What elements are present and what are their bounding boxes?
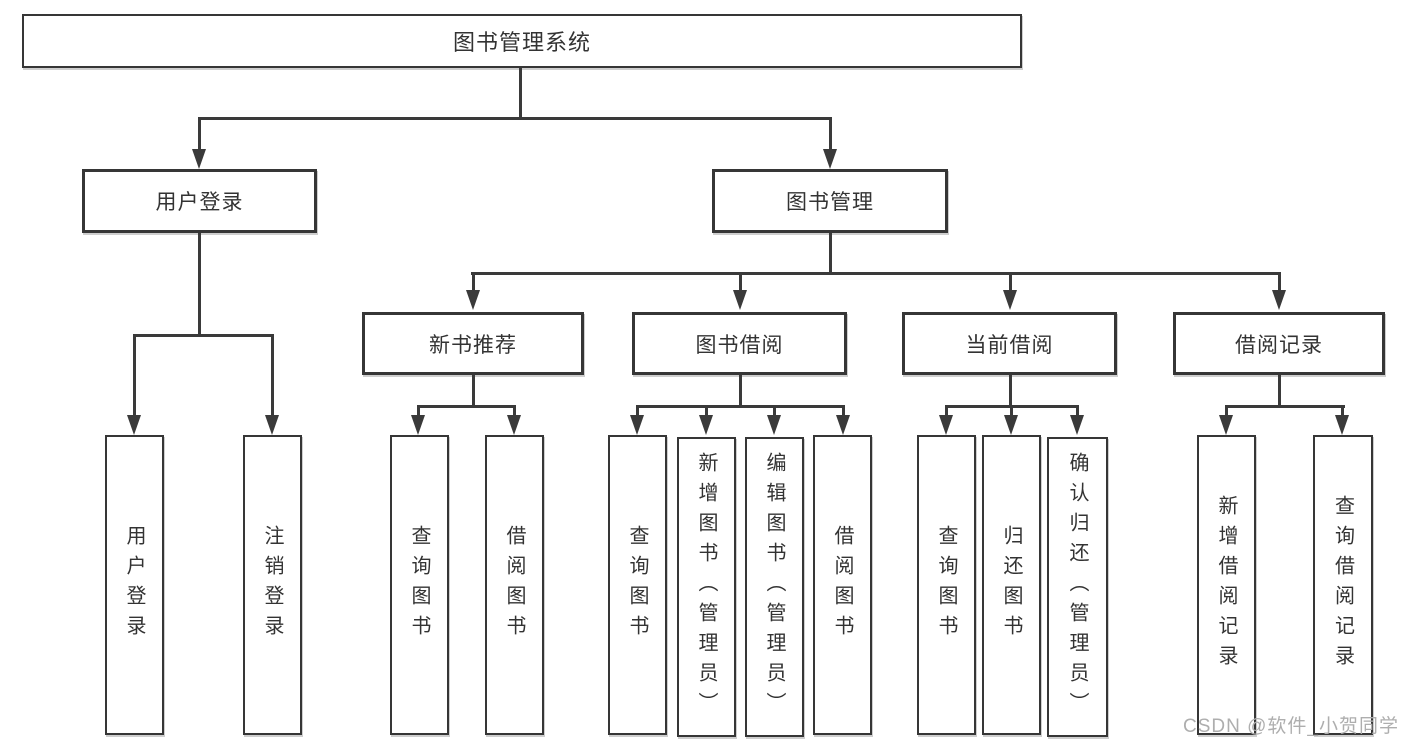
leaf-user-login-label: 用户登录: [123, 525, 145, 645]
arrow-down-icon: [1272, 290, 1286, 310]
arrow-down-icon: [1219, 415, 1233, 435]
node-borrow-records: 借阅记录: [1173, 312, 1385, 375]
leaf-edit-book-admin-label: 编辑图书（管理员）: [763, 452, 785, 722]
leaf-query-book-recommend: 查询图书: [390, 435, 449, 735]
arrow-down-icon: [630, 415, 644, 435]
connector-new-book-rail: [417, 405, 516, 408]
arrow-down-icon: [1003, 290, 1017, 310]
leaf-borrow-book: 借阅图书: [813, 435, 872, 735]
node-new-book-recommend: 新书推荐: [362, 312, 584, 375]
connector-new-book-stem: [472, 375, 475, 407]
arrow-down-icon: [1335, 415, 1349, 435]
leaf-query-borrow-record-label: 查询借阅记录: [1331, 495, 1354, 675]
connector-book-borrow-rail: [636, 405, 845, 408]
leaf-borrow-book-label: 借阅图书: [831, 525, 853, 645]
leaf-add-book-admin: 新增图书（管理员）: [677, 437, 736, 737]
connector-leaf: [1225, 405, 1228, 417]
connector-user-login-stem: [198, 233, 201, 336]
node-borrow-records-label: 借阅记录: [1235, 333, 1323, 357]
connector-borrow-records-stem: [1278, 375, 1281, 407]
leaf-confirm-return-admin: 确认归还（管理员）: [1047, 437, 1108, 737]
node-current-borrow: 当前借阅: [902, 312, 1117, 375]
connector-to-current-borrow: [1009, 272, 1012, 292]
arrow-down-icon: [767, 415, 781, 435]
arrow-down-icon: [699, 415, 713, 435]
leaf-logout-label: 注销登录: [261, 525, 283, 645]
connector-to-new-book: [472, 272, 475, 292]
arrow-down-icon: [1004, 415, 1018, 435]
connector-leaf: [1010, 405, 1013, 417]
leaf-query-book-current: 查询图书: [917, 435, 976, 735]
leaf-return-book: 归还图书: [982, 435, 1041, 735]
connector-leaf: [636, 405, 639, 417]
connector-borrow-records-rail: [1225, 405, 1345, 408]
arrow-down-icon: [265, 415, 279, 435]
connector-current-borrow-stem: [1009, 375, 1012, 407]
connector-to-book-borrow: [739, 272, 742, 292]
leaf-return-book-label: 归还图书: [1000, 525, 1022, 645]
leaf-borrow-book-recommend: 借阅图书: [485, 435, 544, 735]
arrow-down-icon: [192, 149, 206, 169]
arrow-down-icon: [411, 415, 425, 435]
arrow-down-icon: [507, 415, 521, 435]
arrow-down-icon: [466, 290, 480, 310]
node-book-borrow-label: 图书借阅: [695, 333, 784, 357]
leaf-confirm-return-admin-label: 确认归还（管理员）: [1066, 452, 1088, 722]
leaf-user-login: 用户登录: [105, 435, 164, 735]
arrow-down-icon: [823, 149, 837, 169]
leaf-add-borrow-record-label: 新增借阅记录: [1215, 495, 1237, 675]
connector-leaf: [417, 405, 420, 417]
node-root: 图书管理系统: [22, 14, 1022, 68]
node-root-label: 图书管理系统: [452, 30, 591, 55]
connector-book-management-rail: [471, 272, 1281, 275]
connector-to-leaf-user-login: [133, 334, 136, 415]
leaf-query-book-borrow-label: 查询图书: [626, 525, 648, 645]
leaf-query-book-recommend-label: 查询图书: [408, 525, 430, 645]
node-new-book-recommend-label: 新书推荐: [429, 333, 517, 357]
connector-to-borrow-records: [1278, 272, 1281, 292]
leaf-add-book-admin-label: 新增图书（管理员）: [695, 452, 717, 722]
connector-book-borrow-stem: [739, 375, 742, 407]
connector-leaf: [1341, 405, 1344, 417]
connector-leaf: [1076, 405, 1079, 417]
arrow-down-icon: [1070, 415, 1084, 435]
csdn-watermark: CSDN @软件_小贺同学: [1183, 716, 1399, 737]
connector-to-leaf-logout: [271, 334, 274, 415]
leaf-query-borrow-record: 查询借阅记录: [1313, 435, 1373, 735]
leaf-edit-book-admin: 编辑图书（管理员）: [745, 437, 804, 737]
leaf-query-book-current-label: 查询图书: [935, 525, 957, 645]
node-book-management: 图书管理: [712, 169, 948, 233]
leaf-borrow-book-recommend-label: 借阅图书: [503, 525, 525, 645]
connector-leaf: [945, 405, 948, 417]
connector-root-stem: [519, 68, 522, 117]
node-book-borrow: 图书借阅: [632, 312, 847, 375]
connector-leaf: [513, 405, 516, 417]
node-current-borrow-label: 当前借阅: [965, 333, 1054, 357]
leaf-add-borrow-record: 新增借阅记录: [1197, 435, 1256, 735]
connector-root-rail: [198, 117, 832, 120]
node-book-management-label: 图书管理: [786, 191, 874, 214]
arrow-down-icon: [939, 415, 953, 435]
leaf-query-book-borrow: 查询图书: [608, 435, 667, 735]
node-user-login: 用户登录: [82, 169, 317, 233]
arrow-down-icon: [836, 415, 850, 435]
connector-leaf: [705, 405, 708, 417]
leaf-logout: 注销登录: [243, 435, 302, 735]
arrow-down-icon: [733, 290, 747, 310]
connector-root-to-book-management: [829, 117, 832, 150]
connector-root-to-user-login: [198, 117, 201, 150]
arrow-down-icon: [127, 415, 141, 435]
connector-book-management-stem: [829, 233, 832, 275]
connector-leaf: [773, 405, 776, 417]
connector-user-login-rail: [133, 334, 274, 337]
node-user-login-label: 用户登录: [155, 191, 244, 214]
connector-leaf: [842, 405, 845, 417]
